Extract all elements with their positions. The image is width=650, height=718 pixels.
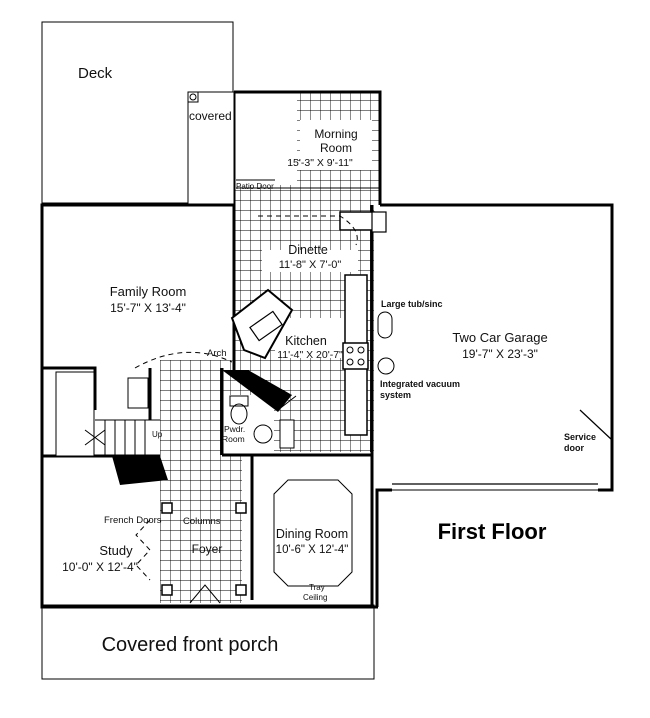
garage-name: Two Car Garage	[452, 330, 547, 345]
garage-size: 19'-7" X 23'-3"	[462, 347, 538, 361]
patio-door-label: Patio Door	[236, 182, 274, 191]
dinette-name: Dinette	[288, 243, 328, 257]
large-tub-label: Large tub/sinc	[381, 299, 443, 309]
service-door-label-1: Service	[564, 432, 596, 442]
stairs	[55, 371, 168, 485]
dinette-size: 11'-8" X 7'-0"	[279, 259, 342, 271]
vacuum-label-1: Integrated vacuum	[380, 379, 460, 389]
tray-ceiling	[273, 479, 353, 587]
french-doors-swing	[135, 519, 151, 581]
powder-room-toilet	[229, 395, 249, 407]
vacuum-label-2: system	[380, 390, 411, 400]
study-name: Study	[99, 543, 133, 558]
pwdr-room-label-1: Pwdr.	[224, 424, 245, 434]
morning-room-name-1: Morning	[314, 127, 357, 141]
up-label: Up	[152, 430, 163, 439]
service-door-label-2: door	[564, 443, 584, 453]
tray-ceiling-label-1: Tray	[309, 583, 325, 592]
arch-dashed	[134, 351, 233, 369]
service-door-swing	[579, 409, 613, 441]
morning-room-name-2: Room	[320, 141, 352, 155]
pwdr-room-label-2: Room	[222, 434, 245, 444]
large-tub-fixture	[377, 311, 393, 339]
columns-label: Columns	[183, 516, 221, 527]
porch-outline	[41, 604, 375, 680]
kitchen-size: 11'-4" X 20'-7"	[277, 349, 343, 361]
dining-room-size: 10'-6" X 12'-4"	[276, 544, 349, 556]
arch-label: Arch	[207, 348, 227, 359]
powder-room-sink	[253, 424, 273, 444]
foyer-label: Foyer	[192, 542, 223, 556]
floor-title: First Floor	[438, 519, 547, 544]
deck-label: Deck	[78, 65, 113, 82]
vacuum-fixture	[377, 357, 395, 375]
kitchen-name: Kitchen	[285, 334, 327, 348]
dining-room-name: Dining Room	[276, 527, 348, 541]
family-room-name: Family Room	[110, 284, 187, 299]
french-doors-label: French Doors	[104, 515, 162, 526]
tray-ceiling-label-2: Ceiling	[303, 593, 327, 602]
covered-porch-label: Covered front porch	[102, 634, 279, 656]
study-size: 10'-0" X 12'-4"	[62, 560, 138, 574]
morning-room-size: 15'-3" X 9'-11"	[287, 157, 353, 169]
family-room-size: 15'-7" X 13'-4"	[110, 301, 186, 315]
covered-label: covered	[189, 109, 232, 123]
exterior-walls	[40, 90, 614, 609]
